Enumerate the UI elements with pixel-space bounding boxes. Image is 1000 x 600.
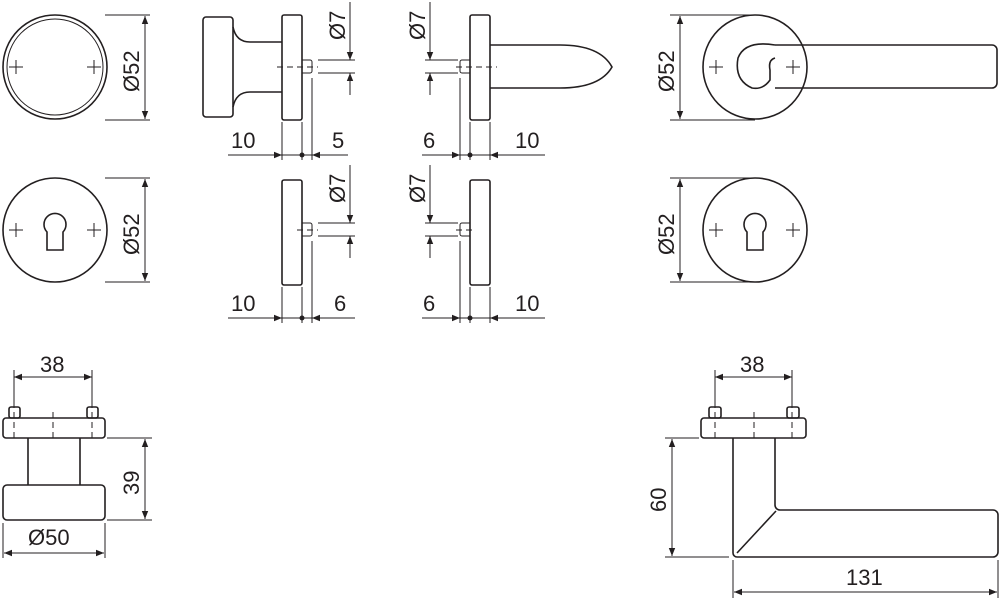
round-rose-view: Ø52 <box>2 14 150 121</box>
knob-top-view: 38 39 Ø50 <box>2 352 152 558</box>
knob-screw-spacing-label: 38 <box>40 352 64 377</box>
lever-rose-diameter-label: Ø52 <box>654 50 679 92</box>
escutcheon2-spindle-diameter-label: Ø7 <box>405 174 430 203</box>
escutcheon-side-view-2: Ø7 6 10 <box>405 165 545 323</box>
lever-side-view: Ø7 6 10 <box>405 2 613 160</box>
escutcheon-right-diameter-label: Ø52 <box>654 213 679 255</box>
lever-top-view: 38 60 131 <box>646 352 999 598</box>
lever-length-label: 131 <box>846 565 883 590</box>
knob-rose-offset-label: 10 <box>231 128 255 153</box>
lever-height-label: 60 <box>646 488 671 512</box>
lever-front-view: Ø52 <box>654 14 998 121</box>
escutcheon-view-right: Ø52 <box>654 177 808 283</box>
escutcheon2-spindle-offset-label: 6 <box>423 291 435 316</box>
escutcheon-side-view-1: Ø7 10 6 <box>228 165 355 323</box>
lever-spindle-offset-label: 6 <box>423 128 435 153</box>
rose-diameter-label: Ø52 <box>119 50 144 92</box>
escutcheon-rose-offset-label: 10 <box>231 291 255 316</box>
knob-height-label: 39 <box>119 471 144 495</box>
knob-diameter-label: Ø50 <box>28 525 70 550</box>
escutcheon-spindle-offset-label: 6 <box>334 291 346 316</box>
knob-spindle-diameter-label: Ø7 <box>325 11 350 40</box>
escutcheon-spindle-diameter-label: Ø7 <box>325 174 350 203</box>
knob-side-view: Ø7 10 5 <box>202 2 355 160</box>
lever-screw-spacing-label: 38 <box>740 352 764 377</box>
escutcheon2-rose-offset-label: 10 <box>515 291 539 316</box>
knob-spindle-offset-label: 5 <box>332 128 344 153</box>
lever-spindle-diameter-label: Ø7 <box>405 11 430 40</box>
lever-rose-offset-label: 10 <box>515 128 539 153</box>
escutcheon-view-left: Ø52 <box>2 177 150 283</box>
escutcheon-diameter-label: Ø52 <box>119 213 144 255</box>
